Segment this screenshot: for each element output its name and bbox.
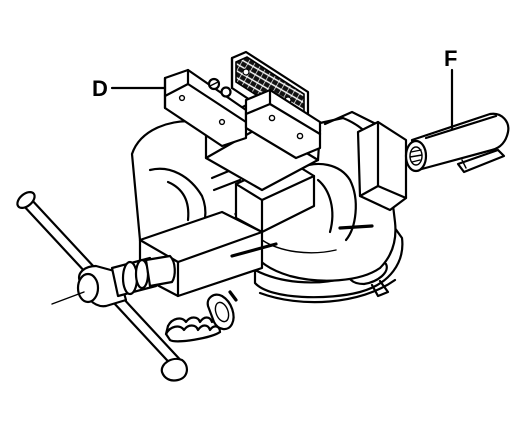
screw-hole-icon [218, 118, 226, 126]
screw-handle-assembly [16, 190, 188, 382]
rear-jaw-mount [244, 88, 322, 160]
label-f: F [444, 46, 457, 71]
screw-hole-icon [178, 94, 186, 102]
spring-and-washer [164, 290, 238, 343]
jaw-plate-d [163, 68, 248, 148]
label-d: D [92, 76, 108, 101]
screw-nut-f [404, 112, 510, 174]
leader-line-screw [51, 291, 85, 305]
rear-block [356, 120, 408, 212]
